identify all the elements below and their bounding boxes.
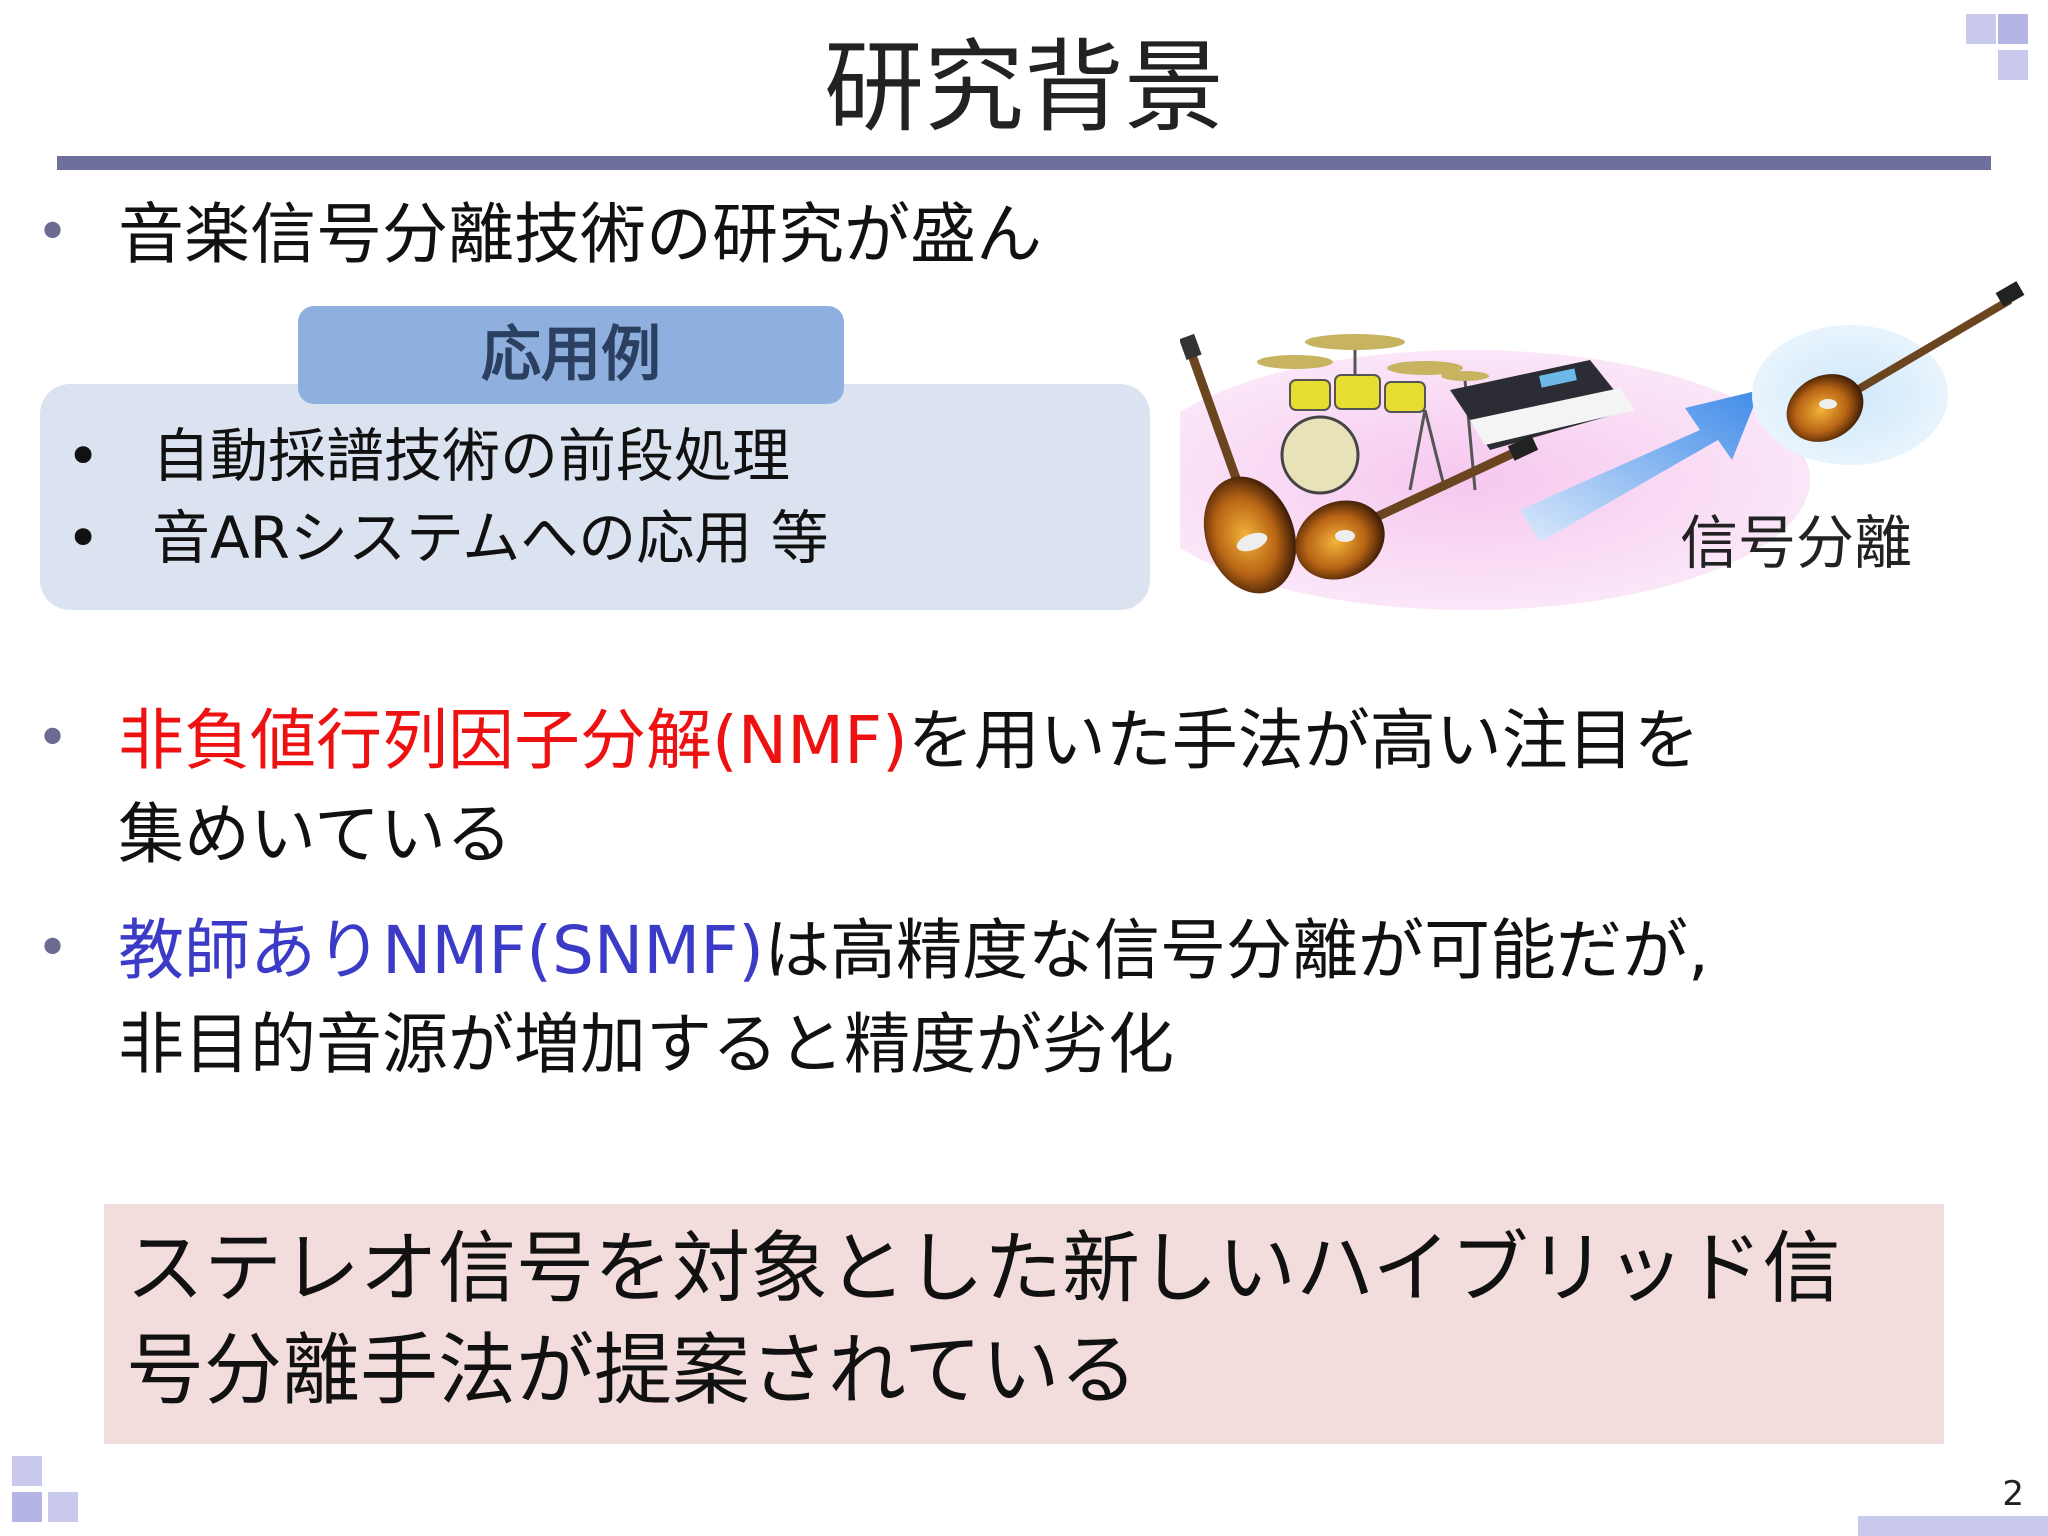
bullet-1-text: 音楽信号分離技術の研究が盛ん xyxy=(118,196,1042,273)
bullet-2: • 非負値行列因子分解(NMF)を用いた手法が高い注目を 集めいている xyxy=(36,698,2016,888)
separated-guitar-icon xyxy=(1786,281,2025,442)
page-number: 2 xyxy=(2002,1474,2024,1514)
bullet-2-line-2: 集めいている xyxy=(118,796,513,873)
application-item: • 音ARシステムへの応用 等 xyxy=(66,498,1126,580)
bullet-dot: • xyxy=(36,706,70,771)
application-list: • 自動採譜技術の前段処理 • 音ARシステムへの応用 等 xyxy=(66,416,1126,580)
application-item: • 自動採譜技術の前段処理 xyxy=(66,416,1126,498)
corner-decoration-top-right xyxy=(1958,10,2038,90)
bullet-3-line-1: 教師ありNMF(SNMF)は高精度な信号分離が可能だが, xyxy=(118,908,1709,994)
keyboard-icon xyxy=(1450,360,1635,450)
conclusion-line-2: 号分離手法が提案されている xyxy=(126,1326,1138,1416)
bullet-3-line-2: 非目的音源が増加すると精度が劣化 xyxy=(118,1006,1174,1083)
bullet-2-line-1: 非負値行列因子分解(NMF)を用いた手法が高い注目を xyxy=(118,698,1700,784)
bullet-3-rest: は高精度な信号分離が可能だが, xyxy=(763,912,1709,989)
arrow-up-right-icon xyxy=(1520,390,1760,542)
nmf-highlight: 非負値行列因子分解(NMF) xyxy=(118,702,908,779)
application-box-header: 応用例 xyxy=(298,306,844,404)
signal-separation-label: 信号分離 xyxy=(1680,509,1913,577)
title-rule xyxy=(57,156,1991,170)
conclusion-box xyxy=(104,1204,1944,1444)
separation-figure-graphic xyxy=(1130,281,2025,610)
bullet-1: • 音楽信号分離技術の研究が盛ん xyxy=(36,192,1336,282)
conclusion-text: ステレオ信号を対象とした新しいハイブリッド信 号分離手法が提案されている xyxy=(126,1218,1926,1422)
bullet-3: • 教師ありNMF(SNMF)は高精度な信号分離が可能だが, 非目的音源が増加す… xyxy=(36,908,2026,1098)
corner-decoration-bottom-right xyxy=(1858,1516,2048,1536)
application-item-text: 音ARシステムへの応用 等 xyxy=(152,504,829,572)
snmf-highlight: 教師ありNMF(SNMF) xyxy=(118,912,764,989)
bullet-2-rest: を用いた手法が高い注目を xyxy=(907,702,1700,779)
slide-title: 研究背景 xyxy=(824,29,1224,146)
separation-figure xyxy=(1130,280,2040,620)
drum-kit-icon xyxy=(1257,334,1489,495)
bullet-dot: • xyxy=(36,916,70,981)
application-box xyxy=(40,384,1150,610)
corner-decoration-bottom-left xyxy=(8,1456,88,1536)
conclusion-line-1: ステレオ信号を対象とした新しいハイブリッド信 xyxy=(126,1224,1841,1314)
application-item-text: 自動採譜技術の前段処理 xyxy=(152,422,791,490)
electric-guitar-icon xyxy=(1295,435,1539,580)
bullet-dot: • xyxy=(36,200,70,265)
bass-guitar-icon xyxy=(1179,333,1297,594)
